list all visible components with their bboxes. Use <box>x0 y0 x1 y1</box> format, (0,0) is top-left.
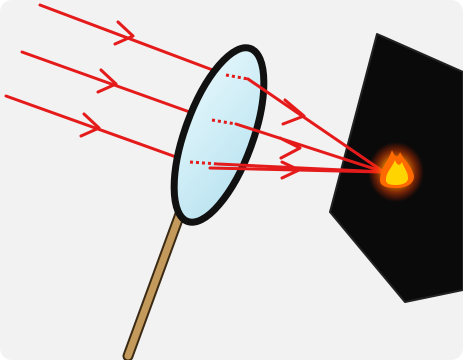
magnifier-handle <box>128 214 180 356</box>
magnifying-glass-icon <box>156 37 283 233</box>
flame-icon <box>368 142 424 202</box>
light-ray-2-incoming <box>22 52 212 120</box>
light-ray-1-incoming <box>40 5 226 75</box>
